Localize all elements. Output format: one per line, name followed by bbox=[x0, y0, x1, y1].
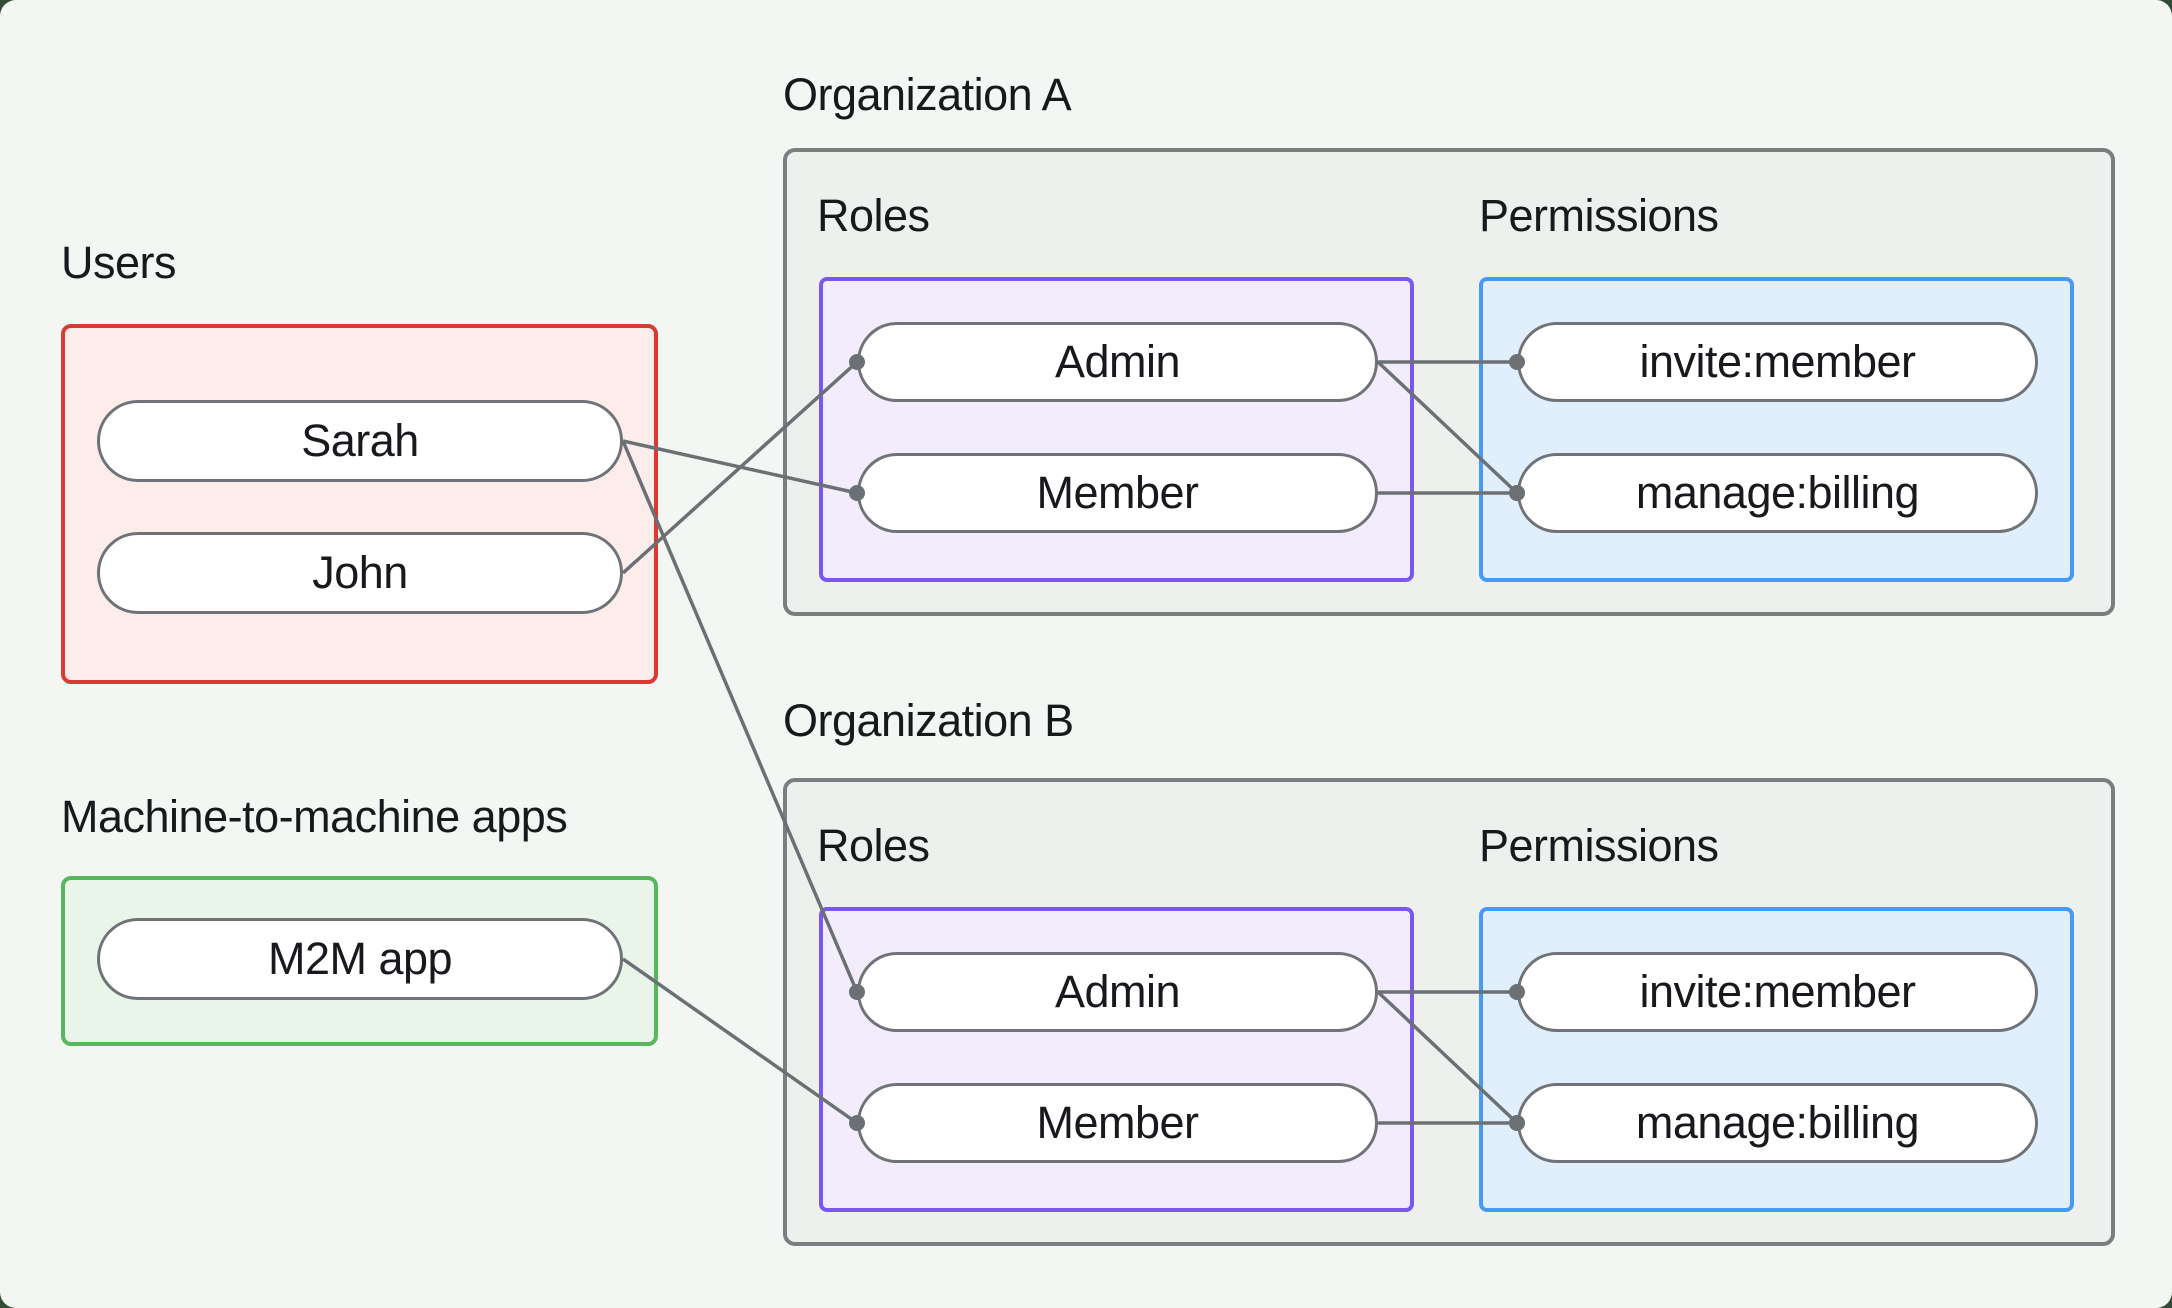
users-group: Sarah John bbox=[61, 324, 658, 684]
org-a-permission-manage-billing-label: manage:billing bbox=[1635, 467, 1920, 518]
org-a-roles-label: Roles bbox=[817, 190, 930, 241]
org-a-permissions-label: Permissions bbox=[1479, 190, 1719, 241]
org-a-panel: Roles Permissions Admin Member invite:me… bbox=[783, 148, 2115, 616]
org-b-permission-invite-member: invite:member bbox=[1517, 952, 2038, 1032]
org-a-permission-invite-member-label: invite:member bbox=[1639, 336, 1916, 387]
org-b-permissions-box: invite:member manage:billing bbox=[1479, 907, 2074, 1212]
org-b-permissions-label: Permissions bbox=[1479, 820, 1719, 871]
org-a-permissions-box: invite:member manage:billing bbox=[1479, 277, 2074, 582]
node-john-label: John bbox=[312, 547, 408, 598]
org-b-role-member: Member bbox=[857, 1083, 1378, 1163]
org-a-permission-invite-member: invite:member bbox=[1517, 322, 2038, 402]
org-a-role-member-label: Member bbox=[1036, 467, 1199, 518]
node-john: John bbox=[97, 532, 623, 614]
org-a-role-member: Member bbox=[857, 453, 1378, 533]
m2m-group: M2M app bbox=[61, 876, 658, 1046]
org-b-role-member-label: Member bbox=[1036, 1097, 1199, 1148]
org-a-role-admin: Admin bbox=[857, 322, 1378, 402]
org-a-role-admin-label: Admin bbox=[1054, 336, 1181, 387]
node-sarah-label: Sarah bbox=[301, 415, 419, 466]
node-m2m-app: M2M app bbox=[97, 918, 623, 1000]
org-a-permission-manage-billing: manage:billing bbox=[1517, 453, 2038, 533]
users-group-label: Users bbox=[61, 237, 177, 288]
org-b-role-admin: Admin bbox=[857, 952, 1378, 1032]
org-a-title: Organization A bbox=[783, 69, 1072, 120]
org-b-permission-manage-billing-label: manage:billing bbox=[1635, 1097, 1920, 1148]
node-m2m-app-label: M2M app bbox=[267, 933, 453, 984]
m2m-group-label: Machine-to-machine apps bbox=[61, 791, 568, 842]
org-b-roles-box: Admin Member bbox=[819, 907, 1414, 1212]
org-b-roles-label: Roles bbox=[817, 820, 930, 871]
org-b-panel: Roles Permissions Admin Member invite:me… bbox=[783, 778, 2115, 1246]
org-b-permission-manage-billing: manage:billing bbox=[1517, 1083, 2038, 1163]
org-b-permission-invite-member-label: invite:member bbox=[1639, 966, 1916, 1017]
org-b-title: Organization B bbox=[783, 695, 1074, 746]
org-a-roles-box: Admin Member bbox=[819, 277, 1414, 582]
node-sarah: Sarah bbox=[97, 400, 623, 482]
org-b-role-admin-label: Admin bbox=[1054, 966, 1181, 1017]
